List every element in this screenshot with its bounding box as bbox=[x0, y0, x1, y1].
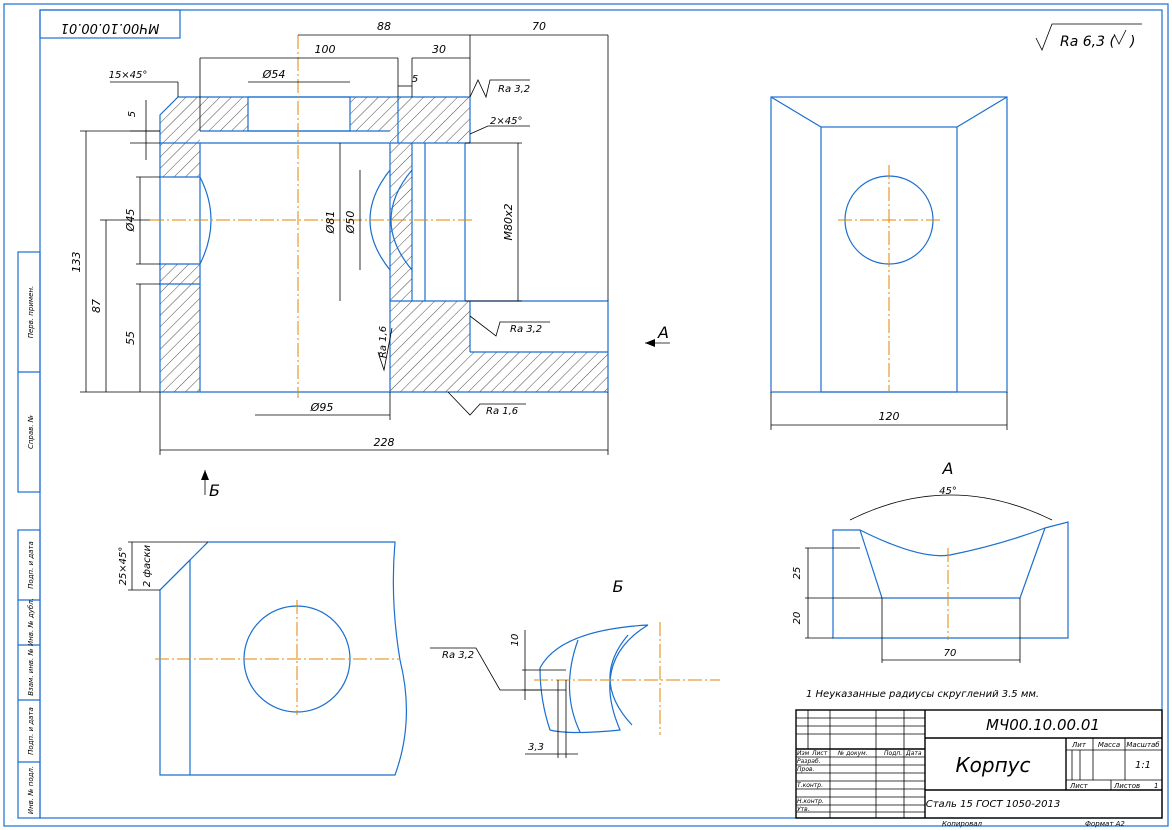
svg-text:Листов: Листов bbox=[1113, 782, 1140, 790]
svg-text:Лист: Лист bbox=[1069, 782, 1089, 790]
svg-text:10: 10 bbox=[510, 634, 521, 647]
svg-text:Ra 6,3 (: Ra 6,3 ( bbox=[1060, 34, 1115, 50]
svg-text:70: 70 bbox=[944, 648, 957, 659]
view-a-title: А bbox=[942, 459, 954, 478]
svg-text:Дата: Дата bbox=[905, 750, 922, 757]
detail-b: Б Ra 3,2 10 3,3 bbox=[430, 577, 720, 758]
material: Сталь 15 ГОСТ 1050-2013 bbox=[926, 799, 1061, 810]
main-section-view: 88 70 100 30 Ø54 15×45° 5 5 Ra 3,2 2×45°… bbox=[70, 20, 609, 455]
svg-text:Ø50: Ø50 bbox=[344, 211, 357, 235]
svg-text:Разраб.: Разраб. bbox=[797, 758, 821, 765]
svg-text:Подп.: Подп. bbox=[884, 750, 902, 757]
svg-text:15×45°: 15×45° bbox=[109, 70, 148, 81]
svg-text:Ø45: Ø45 bbox=[124, 209, 137, 233]
svg-text:2×45°: 2×45° bbox=[490, 116, 522, 127]
general-note: 1 Неуказанные радиусы скруглений 3.5 мм. bbox=[806, 689, 1039, 700]
designation: МЧ00.10.00.01 bbox=[986, 716, 1100, 734]
view-a: А 45° 25 20 70 bbox=[792, 459, 1069, 663]
title-block: Изм Лист № докум. Подп. Дата Разраб. Про… bbox=[795, 709, 1163, 819]
svg-text:Ra 1,6: Ra 1,6 bbox=[486, 406, 518, 417]
svg-text:70: 70 bbox=[532, 20, 546, 33]
svg-text:30: 30 bbox=[432, 43, 446, 56]
general-roughness: Ra 6,3 ( ) bbox=[1035, 23, 1142, 51]
svg-text:228: 228 bbox=[374, 436, 395, 449]
svg-text:Лист: Лист bbox=[811, 750, 828, 757]
svg-text:Масштаб: Масштаб bbox=[1126, 741, 1160, 749]
side-cell-1: Перв. примен. bbox=[27, 286, 35, 339]
side-stamp: Перв. примен. Справ. № Подп. и дата Инв.… bbox=[17, 251, 41, 819]
svg-text:Ra 3,2: Ra 3,2 bbox=[442, 650, 474, 661]
svg-text:Лит: Лит bbox=[1071, 741, 1087, 749]
svg-text:1:1: 1:1 bbox=[1135, 760, 1151, 771]
copied-label: Копировал bbox=[942, 820, 983, 828]
svg-text:Утв.: Утв. bbox=[797, 806, 810, 813]
rotated-designation: МЧ00.10.00.01 bbox=[61, 20, 160, 35]
side-cell-7: Инв. № подл. bbox=[27, 766, 35, 814]
svg-text:М80х2: М80х2 bbox=[502, 204, 515, 241]
svg-text:): ) bbox=[1129, 34, 1135, 50]
detail-b-title: Б bbox=[613, 577, 624, 596]
view-b: 25×45° 2 фаски bbox=[118, 541, 408, 776]
svg-text:№ докум.: № докум. bbox=[837, 750, 868, 757]
svg-text:100: 100 bbox=[315, 43, 336, 56]
svg-text:Т.контр.: Т.контр. bbox=[797, 782, 823, 789]
svg-text:55: 55 bbox=[124, 331, 137, 345]
side-cell-5: Взам. инв. № bbox=[27, 648, 35, 696]
svg-text:А: А bbox=[657, 323, 669, 342]
svg-text:45°: 45° bbox=[939, 486, 957, 497]
rotated-designation-box: МЧ00.10.00.01 bbox=[39, 9, 181, 39]
svg-text:Масса: Масса bbox=[1098, 741, 1120, 749]
side-cell-3: Подп. и дата bbox=[27, 541, 35, 589]
svg-text:Пров.: Пров. bbox=[797, 766, 815, 773]
svg-text:Б: Б bbox=[209, 481, 220, 500]
svg-text:Ra 3,2: Ra 3,2 bbox=[498, 84, 530, 95]
view-b-marker: Б bbox=[201, 470, 220, 500]
svg-text:Ø54: Ø54 bbox=[262, 68, 286, 81]
svg-text:133: 133 bbox=[70, 252, 83, 273]
svg-text:Н.контр.: Н.контр. bbox=[797, 798, 824, 805]
outer-frame bbox=[3, 3, 1169, 827]
svg-text:Ø81: Ø81 bbox=[324, 211, 337, 235]
svg-text:2 фаски: 2 фаски bbox=[142, 544, 153, 587]
side-cell-6: Подп. и дата bbox=[27, 707, 35, 755]
svg-text:25: 25 bbox=[792, 567, 803, 580]
view-a-marker: А bbox=[645, 323, 670, 347]
part-title: Корпус bbox=[955, 753, 1030, 777]
svg-text:Ra 1,6: Ra 1,6 bbox=[378, 326, 389, 358]
svg-text:88: 88 bbox=[377, 20, 391, 33]
svg-text:87: 87 bbox=[90, 299, 103, 313]
svg-text:Ra 3,2: Ra 3,2 bbox=[510, 324, 542, 335]
svg-text:Ø95: Ø95 bbox=[310, 401, 334, 414]
svg-text:25×45°: 25×45° bbox=[118, 547, 129, 586]
svg-text:120: 120 bbox=[879, 410, 900, 423]
side-cell-4: Инв. № дубл. bbox=[27, 598, 35, 646]
svg-text:1: 1 bbox=[1154, 782, 1158, 790]
svg-text:5: 5 bbox=[127, 111, 138, 117]
right-view: 120 bbox=[770, 96, 1008, 430]
side-cell-2: Справ. № bbox=[27, 415, 35, 449]
format-label: Формат А2 bbox=[1085, 820, 1125, 828]
svg-text:3,3: 3,3 bbox=[528, 742, 544, 753]
svg-text:5: 5 bbox=[412, 74, 418, 85]
svg-text:20: 20 bbox=[792, 612, 803, 625]
svg-text:Изм: Изм bbox=[797, 750, 810, 757]
